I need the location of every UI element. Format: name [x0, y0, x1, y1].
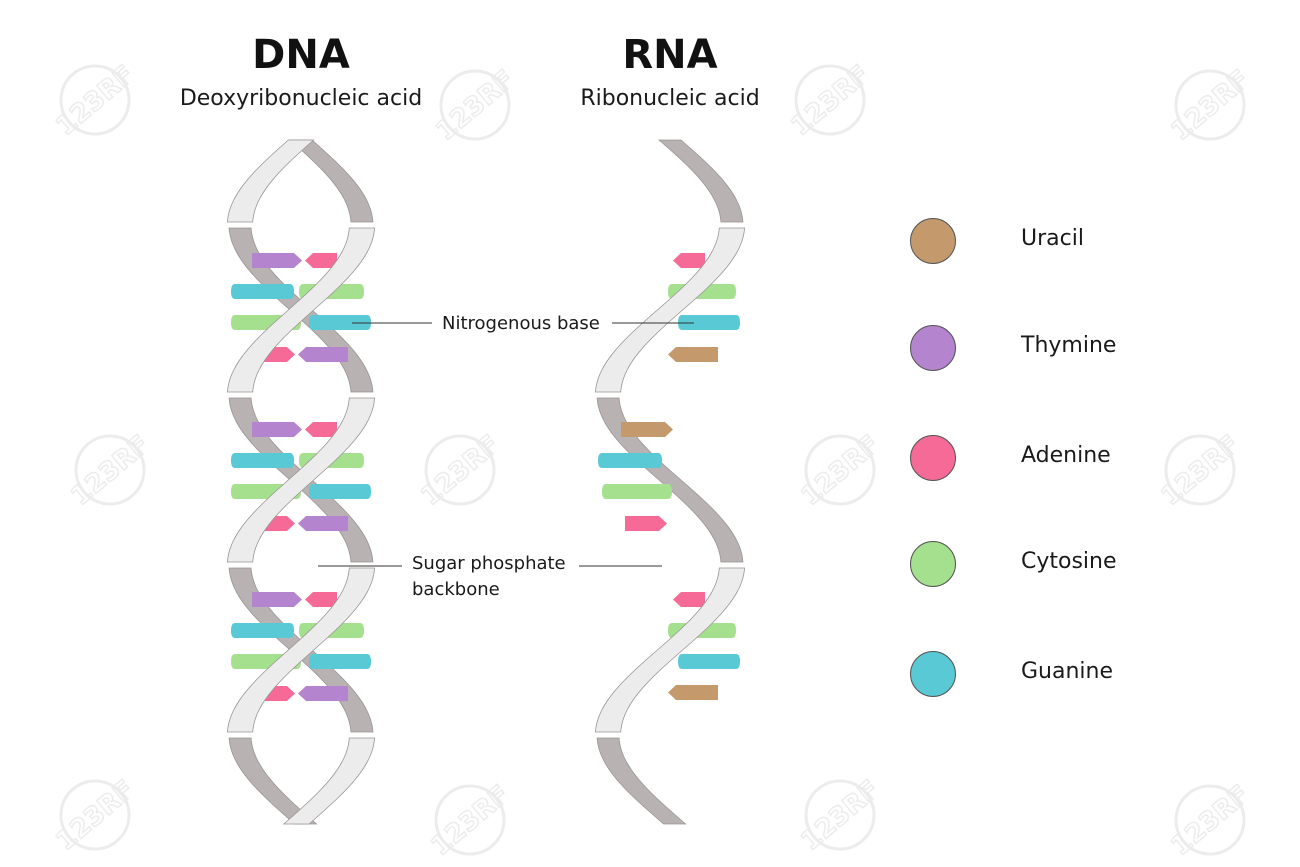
- watermark-8: 123RF: [50, 774, 141, 858]
- dna-title: DNA: [252, 32, 350, 78]
- adenine-swatch: [910, 435, 956, 481]
- dna-base-0-3-right: [298, 347, 348, 362]
- dna-strand-b-front-1: [227, 397, 375, 563]
- watermark-ring: [74, 434, 146, 506]
- rna-strand-back-2: [596, 737, 687, 825]
- dna-base-2-0-right: [305, 592, 337, 607]
- rna-base-3: [668, 347, 718, 362]
- thymine-swatch: [910, 325, 956, 371]
- rna-title: RNA: [622, 32, 718, 78]
- watermark-ring: [439, 69, 511, 141]
- uracil-swatch: [910, 218, 956, 264]
- sugar-label-line2: backbone: [412, 579, 500, 600]
- dna-base-2-2-right: [309, 654, 371, 669]
- rna-base-7: [625, 516, 667, 531]
- legend-item-uracil: Uracil: [910, 218, 1210, 268]
- watermark-4: 123RF: [65, 429, 156, 513]
- watermark-ring: [1174, 69, 1246, 141]
- guanine-swatch: [910, 651, 956, 697]
- watermark-text: 123RF: [416, 430, 506, 512]
- annotation-leader-lines: [318, 322, 694, 567]
- legend-label-uracil: Uracil: [1021, 226, 1084, 251]
- dna-base-1-1-left: [231, 453, 294, 468]
- legend-item-cytosine: Cytosine: [910, 541, 1210, 591]
- watermark-10: 123RF: [795, 774, 886, 858]
- rna-strand-back-0: [657, 139, 744, 223]
- legend-label-cytosine: Cytosine: [1021, 549, 1117, 574]
- dna-base-1-0-left: [252, 422, 302, 437]
- dna-strand-b-front-0: [227, 139, 315, 223]
- watermark-text: 123RF: [796, 430, 886, 512]
- watermark-text: 123RF: [796, 775, 886, 857]
- watermark-9: 123RF: [425, 779, 516, 863]
- watermark-ring: [804, 779, 876, 851]
- dna-base-2-0-left: [252, 592, 302, 607]
- dna-base-0-0-left: [252, 253, 302, 268]
- dna-base-0-1-left: [231, 284, 294, 299]
- watermark-text: 123RF: [51, 775, 141, 857]
- dna-base-0-0-right: [305, 253, 337, 268]
- nitrogenous-base-label: Nitrogenous base: [442, 313, 600, 334]
- watermark-ring: [1174, 784, 1246, 856]
- legend-label-thymine: Thymine: [1021, 333, 1117, 358]
- sugar-phosphate-backbone-label: Sugar phosphate backbone: [412, 551, 602, 603]
- legend-label-guanine: Guanine: [1021, 659, 1114, 684]
- legend-item-guanine: Guanine: [910, 651, 1210, 701]
- watermark-ring: [59, 779, 131, 851]
- cytosine-swatch: [910, 541, 956, 587]
- watermark-text: 123RF: [51, 60, 141, 142]
- rna-base-5: [598, 453, 662, 468]
- rna-strand-front-1: [595, 567, 745, 733]
- dna-strand-a-back-0: [288, 139, 374, 223]
- legend-item-thymine: Thymine: [910, 325, 1210, 375]
- watermark-ring: [794, 64, 866, 136]
- rna-base-10: [678, 654, 740, 669]
- watermark-text: 123RF: [66, 430, 156, 512]
- rna-base-0: [673, 253, 705, 268]
- dna-base-1-2-right: [309, 484, 371, 499]
- legend-item-adenine: Adenine: [910, 435, 1210, 485]
- rna-base-11: [668, 685, 718, 700]
- watermark-3: 123RF: [1165, 64, 1256, 148]
- rna-base-6: [602, 484, 672, 499]
- watermark-ring: [434, 784, 506, 856]
- rna-strand-back-1: [596, 397, 744, 563]
- dna-base-1-3-right: [298, 516, 348, 531]
- watermark-ring: [1164, 434, 1236, 506]
- sugar-label-line1: Sugar phosphate: [412, 553, 566, 574]
- dna-double-helix: [227, 139, 375, 825]
- rna-base-4: [621, 422, 673, 437]
- rna-subtitle: Ribonucleic acid: [580, 86, 760, 111]
- dna-base-0-2-right: [309, 315, 371, 330]
- dna-strand-a-front-1: [227, 567, 375, 733]
- rna-base-2: [678, 315, 740, 330]
- dna-strand-b-front-2: [282, 737, 375, 825]
- dna-strand-a-back-2: [228, 737, 318, 825]
- dna-base-1-0-right: [305, 422, 337, 437]
- dna-base-2-1-left: [231, 623, 294, 638]
- watermark-11: 123RF: [1165, 779, 1256, 863]
- legend-label-adenine: Adenine: [1021, 443, 1111, 468]
- dna-strand-a-front-0: [227, 227, 375, 393]
- watermark-text: 123RF: [426, 780, 516, 862]
- rna-single-strand: [595, 139, 745, 825]
- rna-base-8: [673, 592, 705, 607]
- watermark-text: 123RF: [1166, 780, 1256, 862]
- dna-subtitle: Deoxyribonucleic acid: [179, 86, 423, 111]
- watermark-ring: [59, 64, 131, 136]
- rna-strand-front-0: [595, 227, 745, 393]
- watermark-ring: [424, 434, 496, 506]
- watermark-ring: [804, 434, 876, 506]
- watermark-5: 123RF: [415, 429, 506, 513]
- watermark-6: 123RF: [795, 429, 886, 513]
- dna-base-2-3-right: [298, 686, 348, 701]
- watermark-text: 123RF: [1166, 65, 1256, 147]
